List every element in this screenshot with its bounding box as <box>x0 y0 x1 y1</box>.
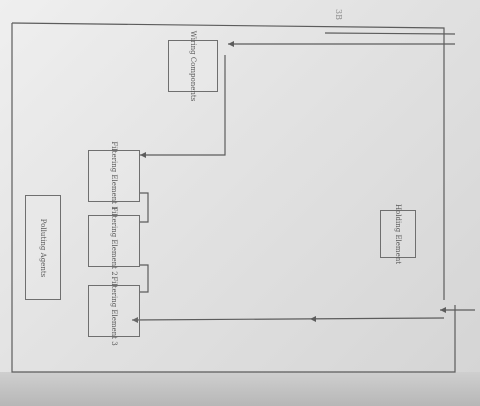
arrow-head <box>310 316 316 322</box>
outer-frame-wire <box>11 23 456 373</box>
arrow-head <box>132 317 138 323</box>
top-right-wire <box>324 32 456 35</box>
top-frame-wire <box>11 22 445 300</box>
filter-element-3-block: Filtering Element 3 <box>88 276 140 346</box>
filter1-to-filter2-wire <box>140 192 149 223</box>
filter-element-2-label: Filtering Element 2 <box>110 206 118 276</box>
polluting-agents-label: Polluting Agents <box>39 218 47 277</box>
filter-element-1-label: Filtering Element 1 <box>110 141 118 211</box>
top-scribble: 3B <box>333 9 343 20</box>
wiring-components-block: Wiring Components <box>168 31 218 101</box>
filter-element-3-label: Filtering Element 3 <box>110 276 118 346</box>
filter-element-1-block: Filtering Element 1 <box>88 141 140 211</box>
wiring-to-filter1-wire <box>140 55 226 156</box>
arrow-head <box>140 152 146 158</box>
wiring-components-label: Wiring Components <box>189 30 197 102</box>
paper-bottom-edge <box>0 372 480 406</box>
filter-element-2-block: Filtering Element 2 <box>88 206 140 276</box>
polluting-agents-block: Polluting Agents <box>25 195 61 300</box>
filter2-to-filter3-wire <box>140 264 149 293</box>
arrow-head <box>440 307 446 313</box>
holding-element-label: Holding Element <box>394 203 402 265</box>
arrow-head <box>228 41 234 47</box>
holding-element-block: Holding Element <box>380 204 416 264</box>
holding-to-filter3-wire <box>131 317 445 321</box>
